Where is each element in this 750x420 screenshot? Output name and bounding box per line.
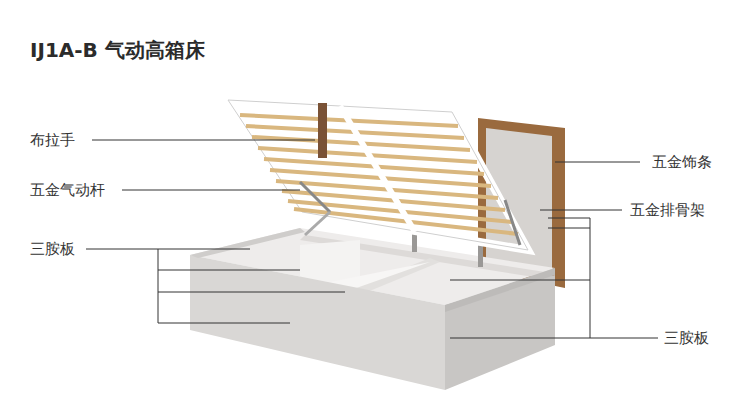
- part-label: 五金排骨架: [630, 203, 705, 218]
- part-label: 三胺板: [664, 331, 709, 346]
- base-rim: [190, 228, 305, 258]
- headboard-panel: [486, 128, 552, 280]
- slat-frame-edge: [228, 100, 528, 250]
- gas-strut: [300, 182, 330, 212]
- gas-strut: [505, 200, 520, 245]
- part-label: 五金饰条: [652, 155, 712, 170]
- part-label: 三胺板: [30, 242, 75, 257]
- base-rim: [445, 268, 555, 312]
- frame-bar: [340, 106, 415, 232]
- part-label: 五金气动杆: [30, 183, 105, 198]
- gas-strut: [305, 212, 330, 235]
- leg: [478, 245, 483, 267]
- title: IJ1A-B 气动高箱床: [30, 40, 205, 60]
- pull-strap: [318, 103, 327, 158]
- part-label: 布拉手: [30, 133, 75, 148]
- slat-frame: [228, 100, 528, 250]
- leader-lines: [86, 140, 658, 338]
